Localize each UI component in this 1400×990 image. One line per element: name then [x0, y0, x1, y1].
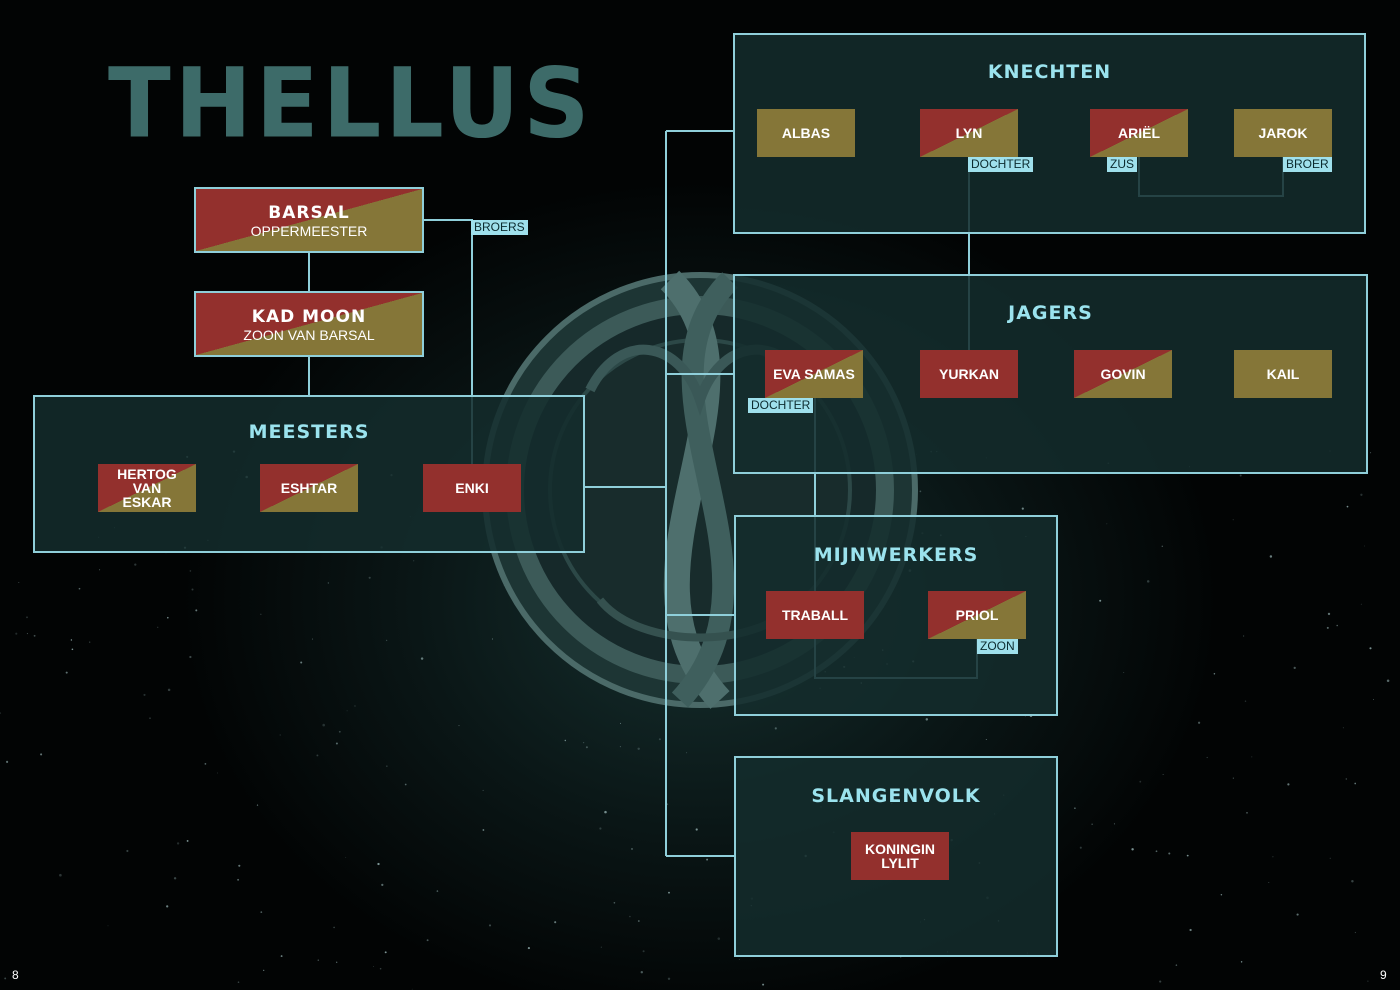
member-kail: KAIL: [1234, 350, 1332, 398]
member-albas: ALBAS: [757, 109, 855, 157]
member-enki: ENKI: [423, 464, 521, 512]
page-number-right: 9: [1380, 968, 1387, 982]
barsal-name: BARSAL: [268, 203, 350, 223]
tag-dochter-lyn: DOCHTER: [968, 157, 1034, 172]
page-number-left: 8: [12, 968, 19, 982]
jagers-title: JAGERS: [1008, 302, 1093, 324]
member-traball: TRABALL: [766, 591, 864, 639]
tag-broers: BROERS: [471, 220, 528, 235]
member-ariel: ARIËL: [1090, 109, 1188, 157]
tag-broer: BROER: [1283, 157, 1332, 172]
meesters-title: MEESTERS: [248, 421, 370, 443]
kad-moon-role: ZOON VAN BARSAL: [243, 327, 375, 343]
page-title: THELLUS: [108, 47, 594, 160]
member-priol: PRIOL: [928, 591, 1026, 639]
kad-moon-name: KAD MOON: [251, 307, 367, 327]
member-govin: GOVIN: [1074, 350, 1172, 398]
barsal-role: OPPERMEESTER: [250, 223, 368, 239]
member-jarok: JAROK: [1234, 109, 1332, 157]
member-yurkan: YURKAN: [920, 350, 1018, 398]
member-hertog-van-eskar: HERTOG VAN ESKAR: [98, 464, 196, 512]
mijnwerkers-title: MIJNWERKERS: [813, 544, 979, 566]
leader-barsal: BARSAL OPPERMEESTER: [194, 187, 424, 253]
member-lyn: LYN: [920, 109, 1018, 157]
tag-zus: ZUS: [1107, 157, 1137, 172]
leader-kad-moon: KAD MOON ZOON VAN BARSAL: [194, 291, 424, 357]
tag-dochter-eva: DOCHTER: [748, 398, 814, 413]
tag-zoon: ZOON: [977, 639, 1018, 654]
member-eva-samas: EVA SAMAS: [765, 350, 863, 398]
member-koningin-lylit: KONINGIN LYLIT: [851, 832, 949, 880]
member-eshtar: ESHTAR: [260, 464, 358, 512]
slangenvolk-title: SLANGENVOLK: [811, 785, 981, 807]
knechten-title: KNECHTEN: [987, 61, 1112, 83]
